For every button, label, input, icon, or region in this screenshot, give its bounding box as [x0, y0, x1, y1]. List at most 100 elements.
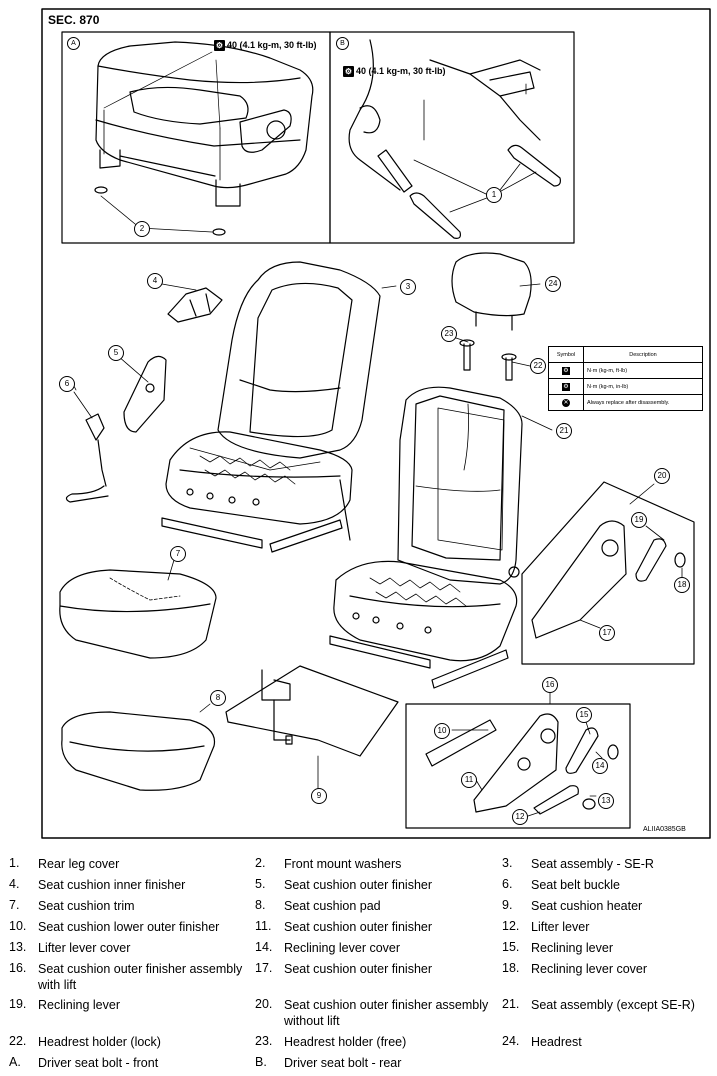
exploded-seat-diagram: [41, 8, 711, 839]
detail-a-seat-drawing: [94, 41, 314, 236]
legend-text: Seat cushion pad: [284, 899, 381, 913]
legend-text: Seat cushion outer finisher: [284, 920, 433, 934]
legend-text: Seat cushion outer finisher: [284, 878, 433, 892]
detail-b-letter: B: [336, 37, 349, 50]
legend-text: Headrest holder (lock): [38, 1035, 161, 1049]
legend-number: 9.: [502, 898, 513, 912]
legend-number: 14.: [255, 940, 273, 954]
callout-5: 5: [108, 345, 124, 361]
description-header: Description: [583, 346, 703, 363]
symbol-description: N·m (kg-m, ft-lb): [583, 362, 703, 379]
legend-number: 3.: [502, 856, 513, 870]
legend-text: Reclining lever cover: [284, 941, 401, 955]
legend-number: 12.: [502, 919, 520, 933]
callout-9: 9: [311, 788, 327, 804]
callout-10: 10: [434, 723, 450, 739]
legend-text: Lifter lever cover: [38, 941, 131, 955]
figure-frame: [41, 8, 711, 839]
symbol-row: ✕ Always replace after disassembly.: [548, 394, 703, 411]
torque-spec-a: ⚙40 (4.1 kg-m, 30 ft-lb): [214, 40, 317, 52]
legend-text: Driver seat bolt - front: [38, 1056, 159, 1070]
legend-number: 24.: [502, 1034, 520, 1048]
callout-13: 13: [598, 793, 614, 809]
callout-3: 3: [400, 279, 416, 295]
detail-box-a: [61, 31, 331, 244]
legend-number: 4.: [9, 877, 20, 891]
legend-number: 17.: [255, 961, 273, 975]
figure-code: ALIIA0385GB: [643, 826, 686, 833]
seat-cushion-inner-finisher-drawing: [167, 287, 223, 323]
seat-assembly-se-r-drawing: [161, 261, 381, 553]
legend-number: 20.: [255, 997, 273, 1011]
section-label: SEC. 870: [48, 13, 100, 27]
legend-number: 6.: [502, 877, 513, 891]
legend-number: 16.: [9, 961, 27, 975]
legend-text: Seat cushion outer finisher: [284, 962, 433, 976]
callout-6: 6: [59, 376, 75, 392]
callout-18: 18: [674, 577, 690, 593]
legend-number: 21.: [502, 997, 520, 1011]
legend-text: Seat belt buckle: [531, 878, 620, 892]
torque-wrench-icon: ⚙: [562, 382, 570, 391]
legend-number: 1.: [9, 856, 20, 870]
legend-number: 19.: [9, 997, 27, 1011]
legend-text: Seat cushion inner finisher: [38, 878, 186, 892]
symbol-header: Symbol: [548, 346, 584, 363]
torque-wrench-icon: ⚙: [343, 66, 354, 78]
legend-text: Lifter lever: [531, 920, 590, 934]
legend-text: Rear leg cover: [38, 857, 120, 871]
symbol-description: Always replace after disassembly.: [583, 394, 703, 411]
seat-cushion-trim-drawing: [59, 569, 217, 659]
legend-text: Reclining lever: [531, 941, 613, 955]
callout-7: 7: [170, 546, 186, 562]
legend-number: 2.: [255, 856, 266, 870]
torque-wrench-icon: ⚙: [562, 366, 570, 375]
detail-box-b: [329, 31, 575, 244]
callout-11: 11: [461, 772, 477, 788]
legend-text: Seat cushion heater: [531, 899, 643, 913]
callout-16: 16: [542, 677, 558, 693]
legend-text: Seat assembly - SE-R: [531, 857, 654, 871]
torque-wrench-icon: ⚙: [214, 40, 225, 52]
callout-8: 8: [210, 690, 226, 706]
legend-number: A.: [9, 1055, 21, 1069]
torque-value: 40 (4.1 kg-m, 30 ft-lb): [356, 66, 446, 76]
legend-number: 15.: [502, 940, 520, 954]
legend-text: Driver seat bolt - rear: [284, 1056, 402, 1070]
symbol-row: ⚙ N·m (kg-m, in-lb): [548, 378, 703, 395]
seat-cushion-outer-finisher-drawing: [123, 355, 167, 433]
symbol-table-header: Symbol Description: [548, 346, 703, 363]
seat-cushion-pad-drawing: [61, 711, 216, 791]
legend-number: 8.: [255, 898, 266, 912]
seat-cushion-heater-drawing: [225, 665, 399, 757]
callout-4: 4: [147, 273, 163, 289]
legend-text: Headrest holder (free): [284, 1035, 407, 1049]
callout-2: 2: [134, 221, 150, 237]
seat-belt-buckle-drawing: [65, 391, 109, 503]
detail-16-box: [405, 703, 631, 829]
callout-22: 22: [530, 358, 546, 374]
seat-assembly-drawing: [329, 386, 523, 689]
legend-text: Seat cushion outer finisher assembly wit…: [38, 962, 243, 992]
legend-number: 22.: [9, 1034, 27, 1048]
legend-text: Reclining lever: [38, 998, 120, 1012]
legend-text: Seat cushion outer finisher assembly wit…: [284, 998, 489, 1028]
legend-number: 7.: [9, 898, 20, 912]
replace-part-icon: ✕: [562, 398, 570, 407]
legend-text: Seat cushion trim: [38, 899, 135, 913]
symbol-table: Symbol Description ⚙ N·m (kg-m, ft-lb) ⚙…: [548, 346, 703, 411]
legend-number: 11.: [255, 919, 272, 933]
legend-text: Front mount washers: [284, 857, 402, 871]
headrest-holder-free-drawing: [459, 339, 475, 371]
callout-20: 20: [654, 468, 670, 484]
legend-number: 13.: [9, 940, 27, 954]
legend-number: B.: [255, 1055, 267, 1069]
finisher-with-lift-drawing: [425, 713, 619, 815]
legend-text: Seat assembly (except SE-R): [531, 998, 695, 1012]
callout-24: 24: [545, 276, 561, 292]
callout-23: 23: [441, 326, 457, 342]
legend-text: Reclining lever cover: [531, 962, 648, 976]
finisher-without-lift-drawing: [531, 520, 686, 639]
detail-b-rail-drawing: [348, 39, 561, 239]
callout-17: 17: [599, 625, 615, 641]
